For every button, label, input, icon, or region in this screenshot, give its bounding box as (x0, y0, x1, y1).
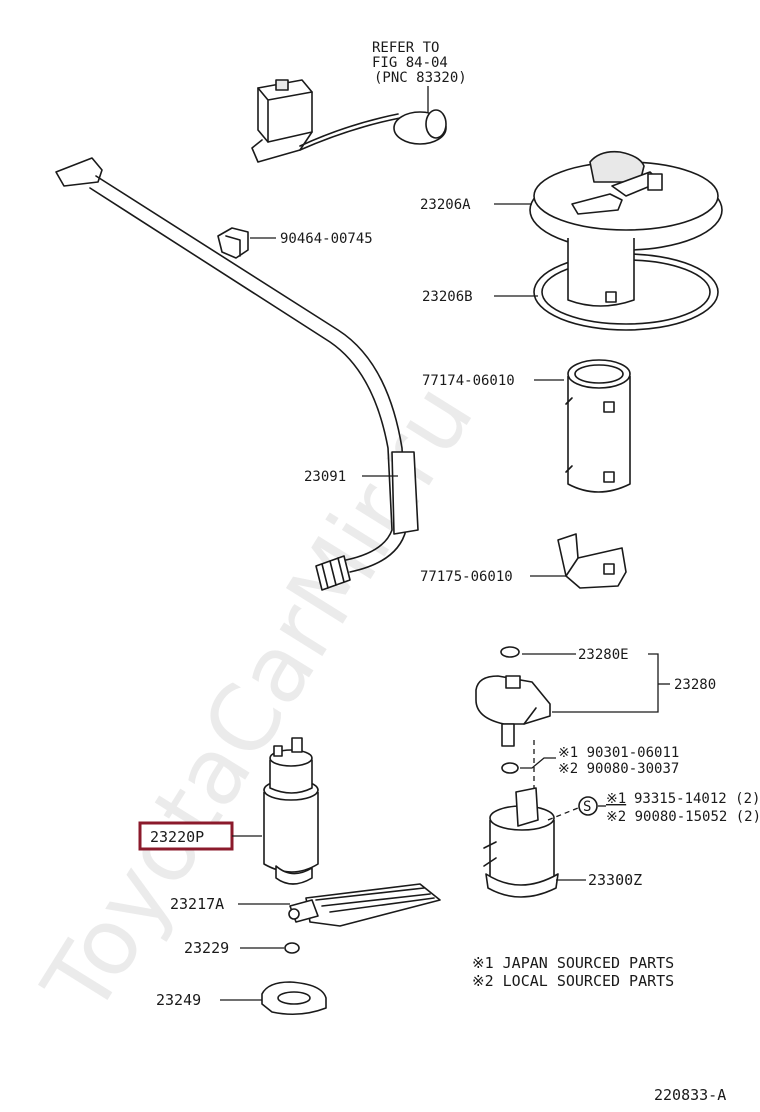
label-23091: 23091 (304, 469, 346, 485)
part-23091-hose (55, 157, 419, 591)
screw-s-symbol (578, 796, 598, 816)
label-23300Z: 23300Z (588, 871, 642, 889)
label-23280: 23280 (674, 677, 716, 693)
part-90464-clamp (217, 227, 249, 259)
label-90464: 90464-00745 (280, 231, 373, 247)
part-77175-bracket (557, 533, 627, 589)
part-23229-clip (284, 942, 300, 954)
refer-line3: (PNC 83320) (374, 70, 467, 86)
label-23217A: 23217A (170, 895, 224, 913)
part-23280-regulator (475, 675, 551, 747)
part-23220P-pump (263, 737, 319, 885)
part-23206B-gasket (533, 238, 719, 331)
bracket-23280 (552, 653, 659, 713)
label-23280E: 23280E (578, 647, 629, 663)
highlight-box-23220P[interactable] (138, 821, 234, 851)
fuel-sender-gauge (251, 79, 447, 163)
label-93315: 93315-14012 (2) (634, 791, 760, 807)
label-23206B: 23206B (422, 289, 473, 305)
label-77174: 77174-06010 (422, 373, 515, 389)
part-23280E-oring (500, 646, 520, 658)
label-90301: ※1 90301-06011 (558, 745, 679, 761)
label-23220P[interactable]: 23220P (150, 828, 204, 846)
refer-line2: FIG 84-04 (372, 55, 448, 71)
label-23249: 23249 (156, 991, 201, 1009)
part-77174-sleeve (565, 359, 631, 493)
label-23206A: 23206A (420, 197, 471, 213)
refer-line1: REFER TO (372, 40, 439, 56)
label-23229: 23229 (184, 939, 229, 957)
figure-id: 220833-A (654, 1086, 726, 1104)
part-23206A-cover (529, 150, 723, 251)
part-90080-30037-oring (501, 762, 519, 774)
label-93315-mark: ※1 (606, 791, 626, 807)
part-23249-cushion (261, 981, 327, 1016)
label-90080b: ※2 90080-15052 (2) (606, 809, 760, 825)
label-90080a: ※2 90080-30037 (558, 761, 679, 777)
part-23300Z-base (483, 787, 559, 898)
watermark: ToyotaCarMir.ru (22, 366, 494, 1033)
s-symbol-label: S (583, 799, 591, 815)
part-23217A-filter (288, 883, 441, 927)
note-local-sourced: ※2 LOCAL SOURCED PARTS (472, 972, 674, 990)
note-japan-sourced: ※1 JAPAN SOURCED PARTS (472, 954, 674, 972)
leader-90301 (520, 757, 556, 769)
label-77175: 77175-06010 (420, 569, 513, 585)
